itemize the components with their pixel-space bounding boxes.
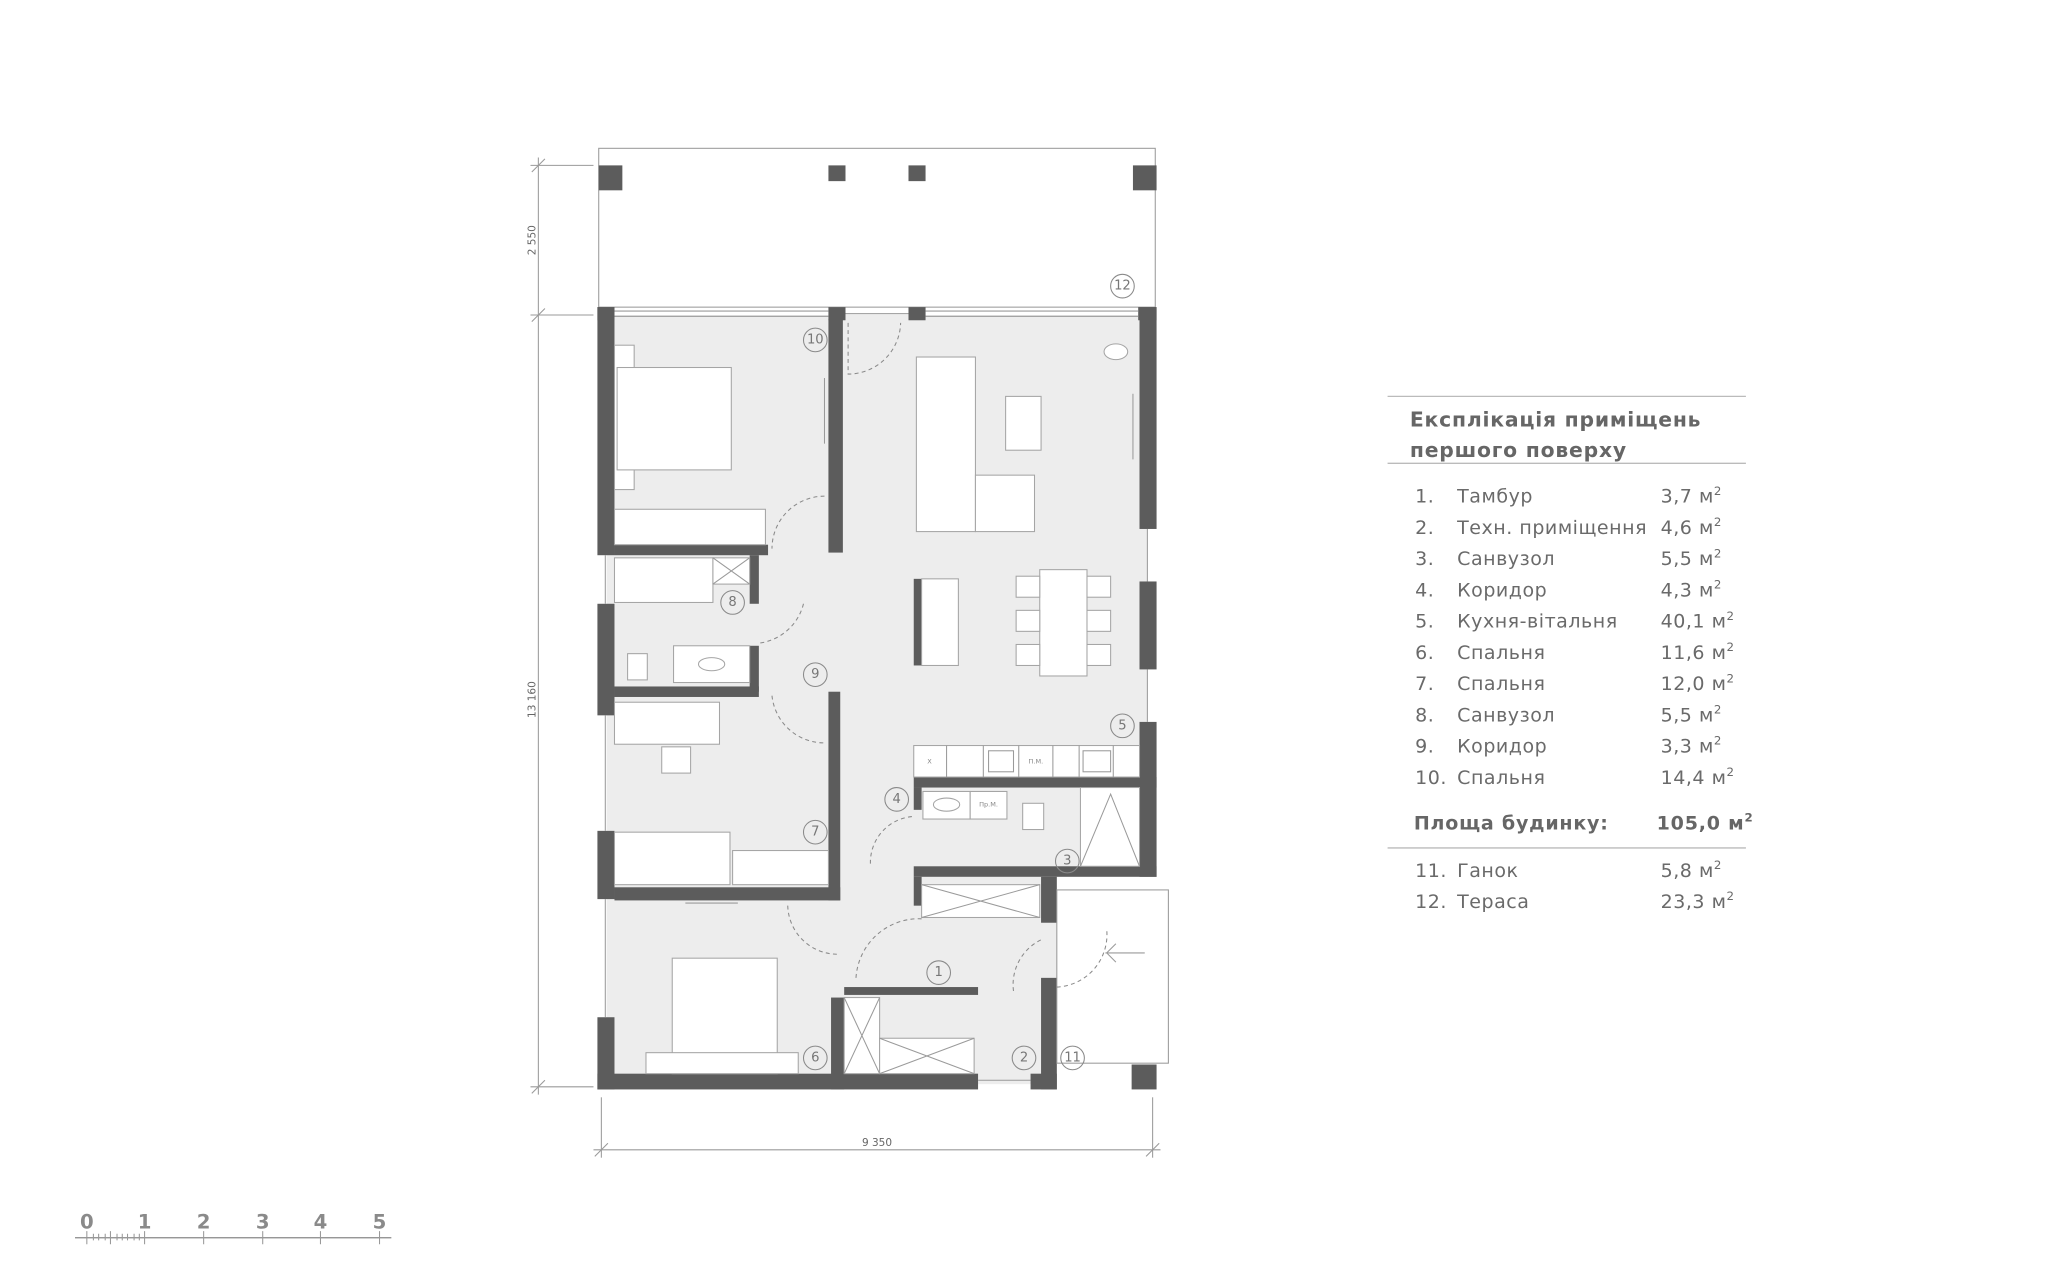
legend-row: 2. Техн. приміщення 4,6 м2 <box>1415 515 1722 539</box>
terrace <box>598 147 1157 308</box>
room-number-labels: 1 2 3 4 5 6 7 8 9 10 11 12 <box>720 273 1135 1071</box>
legend-number: 1. <box>1415 486 1434 508</box>
legend-number: 2. <box>1415 517 1434 539</box>
svg-text:6: 6 <box>811 1050 819 1065</box>
scale-label-0: 0 <box>80 1211 94 1234</box>
room-number-9: 9 <box>802 662 828 687</box>
legend-room-name: Тамбур <box>1456 486 1533 508</box>
scale-label-5: 5 <box>373 1211 387 1234</box>
legend-row: 4. Коридор 4,3 м2 <box>1415 578 1722 602</box>
legend-area: 23,3 м2 <box>1661 889 1735 913</box>
legend-row-extra: 11. Ганок 5,8 м2 <box>1415 858 1722 882</box>
svg-text:11: 11 <box>1064 1050 1081 1065</box>
legend-room-name: Коридор <box>1457 579 1547 601</box>
svg-text:12: 12 <box>1114 279 1131 294</box>
svg-text:1: 1 <box>935 965 943 980</box>
legend-row-extra: 12. Тераса 23,3 м2 <box>1415 889 1734 913</box>
room-number-5: 5 <box>1110 713 1135 739</box>
svg-text:9: 9 <box>811 667 819 682</box>
legend-area: 4,6 м2 <box>1661 515 1722 539</box>
dimension-lines: 2 550 13 160 9 350 <box>527 157 1161 1158</box>
legend-area: 40,1 м2 <box>1661 609 1735 633</box>
legend-room-name: Тераса <box>1456 891 1529 913</box>
legend-room-name: Коридор <box>1457 736 1547 758</box>
svg-text:8: 8 <box>728 595 736 610</box>
dim-building-depth: 13 160 <box>527 681 539 718</box>
furniture: X П.М. Пр.М. <box>613 343 1141 1075</box>
scale-label-4: 4 <box>314 1211 328 1234</box>
room-number-10: 10 <box>802 327 828 353</box>
room-number-6: 6 <box>802 1045 828 1071</box>
legend-number: 11. <box>1415 860 1447 882</box>
legend-title-line1: Експлікація приміщень <box>1410 408 1701 432</box>
scale-label-2: 2 <box>197 1211 211 1234</box>
legend-area: 14,4 м2 <box>1661 765 1735 789</box>
legend-room-name: Техн. приміщення <box>1456 517 1647 539</box>
legend-room-name: Кухня-вітальня <box>1457 611 1618 633</box>
legend-room-name: Спальня <box>1457 673 1545 695</box>
kitchen-pm-label: П.М. <box>1028 757 1043 765</box>
legend-total-area: 105,0 м2 <box>1657 811 1754 835</box>
legend-number: 12. <box>1415 891 1447 913</box>
doors <box>758 322 1145 992</box>
legend-room-name: Санвузол <box>1457 704 1555 726</box>
legend-row: 7. Спальня 12,0 м2 <box>1415 671 1734 695</box>
svg-text:7: 7 <box>811 825 819 840</box>
legend-area: 5,5 м2 <box>1661 703 1722 727</box>
legend-number: 8. <box>1415 704 1434 726</box>
legend-area: 5,5 м2 <box>1661 546 1722 570</box>
room-number-4: 4 <box>884 787 910 812</box>
legend-area: 12,0 м2 <box>1661 671 1735 695</box>
room-number-1: 1 <box>926 960 952 985</box>
legend-number: 3. <box>1415 548 1434 570</box>
kitchen-x-label: X <box>927 757 932 765</box>
room-number-3: 3 <box>1054 848 1080 874</box>
dim-building-width: 9 350 <box>862 1137 892 1149</box>
dim-terrace-depth: 2 550 <box>527 225 539 255</box>
legend-room-name: Ганок <box>1457 860 1518 882</box>
legend-total-row: Площа будинку: 105,0 м2 <box>1414 811 1754 835</box>
legend-number: 5. <box>1415 611 1434 633</box>
svg-text:3: 3 <box>1063 854 1071 869</box>
scale-bar: 0 1 2 3 4 5 <box>75 1211 392 1245</box>
room-legend: Експлікація приміщень першого поверху 1.… <box>1387 395 1754 913</box>
room-number-2: 2 <box>1011 1045 1037 1071</box>
svg-text:4: 4 <box>893 792 901 807</box>
legend-row: 10. Спальня 14,4 м2 <box>1415 765 1734 789</box>
legend-number: 7. <box>1415 673 1434 695</box>
legend-room-name: Спальня <box>1457 642 1545 664</box>
legend-title-line2: першого поверху <box>1410 438 1627 462</box>
legend-room-name: Спальня <box>1457 767 1545 789</box>
bath-prm-label: Пр.М. <box>979 801 998 809</box>
svg-text:5: 5 <box>1118 718 1126 733</box>
legend-total-label: Площа будинку: <box>1414 813 1609 835</box>
legend-number: 9. <box>1415 736 1434 758</box>
svg-text:10: 10 <box>807 332 824 347</box>
legend-number: 6. <box>1415 642 1434 664</box>
legend-room-name: Санвузол <box>1457 548 1555 570</box>
legend-row: 8. Санвузол 5,5 м2 <box>1415 703 1722 727</box>
legend-area: 3,3 м2 <box>1661 734 1722 758</box>
legend-row: 5. Кухня-вітальня 40,1 м2 <box>1415 609 1734 633</box>
room-number-7: 7 <box>802 819 828 845</box>
room-number-12: 12 <box>1110 273 1135 299</box>
svg-text:2: 2 <box>1020 1050 1028 1065</box>
legend-area: 4,3 м2 <box>1661 578 1722 602</box>
legend-number: 4. <box>1415 579 1434 601</box>
legend-number: 10. <box>1415 767 1447 789</box>
legend-area: 5,8 м2 <box>1661 858 1722 882</box>
legend-area: 11,6 м2 <box>1661 640 1735 664</box>
legend-row: 3. Санвузол 5,5 м2 <box>1415 546 1722 570</box>
scale-label-3: 3 <box>256 1211 270 1234</box>
legend-row: 9. Коридор 3,3 м2 <box>1415 734 1722 758</box>
scale-label-1: 1 <box>138 1211 152 1234</box>
room-number-11: 11 <box>1060 1045 1085 1071</box>
legend-row: 1. Тамбур 3,7 м2 <box>1415 484 1722 508</box>
legend-area: 3,7 м2 <box>1661 484 1722 508</box>
room-number-8: 8 <box>720 590 745 615</box>
walls <box>597 307 1169 1090</box>
legend-row: 6. Спальня 11,6 м2 <box>1415 640 1734 664</box>
